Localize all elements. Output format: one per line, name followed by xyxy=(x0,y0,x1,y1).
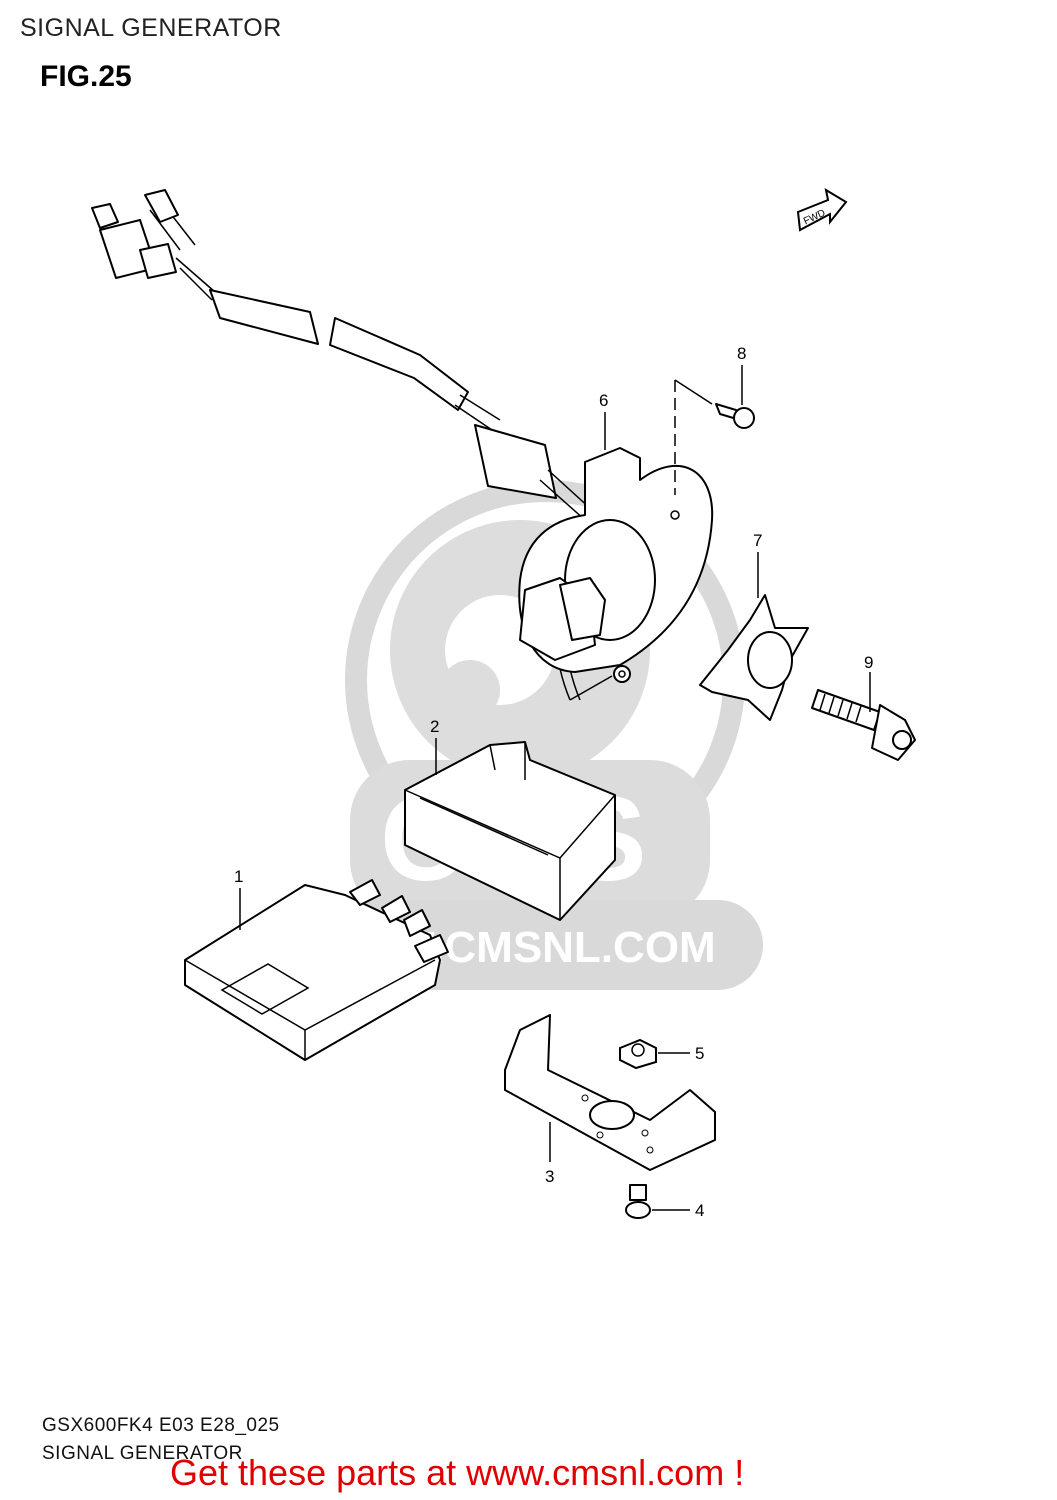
part-1-ecm xyxy=(184,879,449,1061)
part-6-signal-generator xyxy=(518,447,714,673)
callout-8: 8 xyxy=(737,344,746,363)
leader-lines xyxy=(239,365,871,1211)
page-heading: SIGNAL GENERATOR xyxy=(20,14,282,42)
callout-2: 2 xyxy=(430,717,439,736)
part-5-nut xyxy=(619,1038,657,1070)
callout-1: 1 xyxy=(234,867,243,886)
callout-9: 9 xyxy=(864,653,873,672)
part-2-holder xyxy=(404,741,616,921)
callout-4: 4 xyxy=(695,1201,704,1220)
part-8-screw xyxy=(674,379,755,495)
diagram-name: SIGNAL GENERATOR xyxy=(42,1443,243,1464)
part-9-bolt xyxy=(811,689,916,761)
callout-6: 6 xyxy=(599,391,608,410)
callout-3: 3 xyxy=(545,1167,554,1186)
part-4-screw xyxy=(625,1184,651,1219)
callout-5: 5 xyxy=(695,1044,704,1063)
callout-7: 7 xyxy=(753,531,762,550)
figure-title: FIG.25 xyxy=(40,60,132,93)
diagram-code: GSX600FK4 E03 E28_025 xyxy=(42,1415,280,1436)
promo-link[interactable]: Get these parts at www.cmsnl.com ! xyxy=(170,1452,745,1493)
part-3-bracket xyxy=(504,1014,716,1171)
wiring-harness xyxy=(91,189,631,701)
part-7-rotor xyxy=(699,594,809,721)
fwd-arrow-icon: FWD xyxy=(796,187,848,232)
